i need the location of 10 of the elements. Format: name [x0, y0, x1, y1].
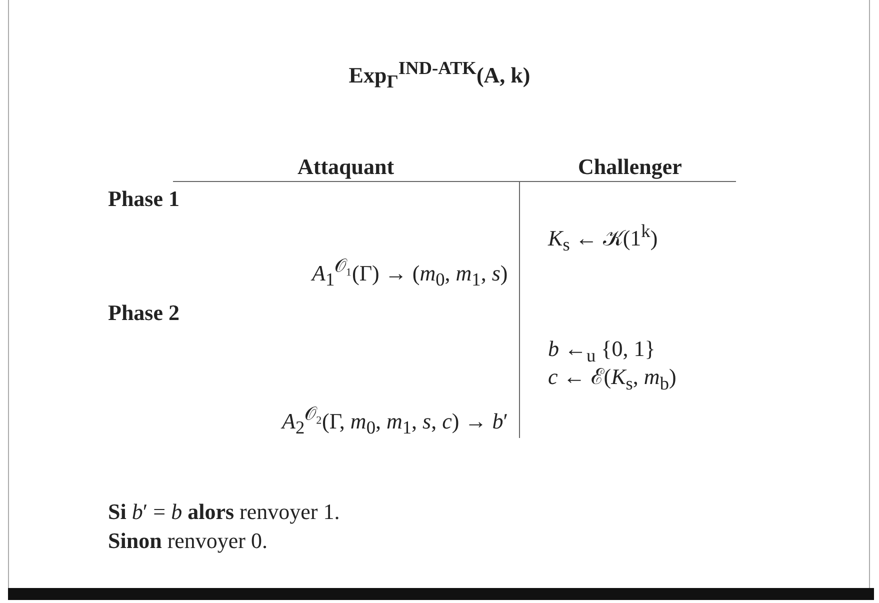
column-header: Challenger [578, 154, 682, 180]
experiment-title: Exp$_{Γ}$$^{IND-ATK}$(A, k) [348, 58, 532, 94]
attacker-step: A$_{1}$$^{𝒪₁}$(Γ) → (m$_{0}$, m$_{1}$, s) [312, 256, 508, 292]
result-rule: Si b′ = b alors renvoyer 1. [108, 499, 340, 526]
result-rule: Sinon renvoyer 0. [108, 528, 268, 554]
attacker-step: A$_{2}$$^{𝒪₂}$(Γ, m$_{0}$, m$_{1}$, s, c) → b′ [282, 404, 508, 440]
challenger-step: K$_{s}$ ← 𝒦(1$^{k}$) [548, 221, 658, 257]
phase-heading: Phase 1 [108, 186, 180, 212]
phase-heading: Phase 2 [108, 300, 180, 326]
column-header: Attaquant [298, 154, 394, 180]
